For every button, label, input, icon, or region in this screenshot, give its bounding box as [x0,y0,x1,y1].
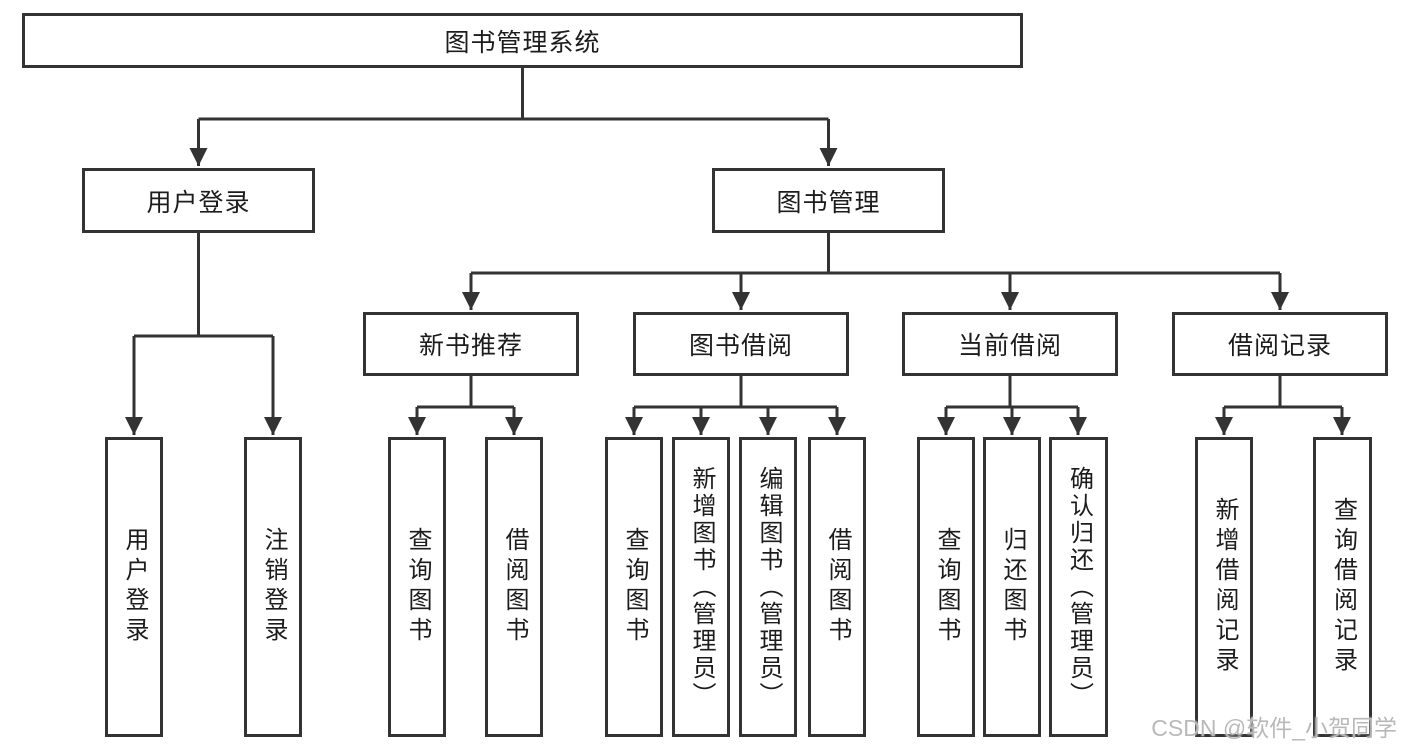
leaf-edit-books-admin: 编辑图书（管理员） [739,437,797,737]
leaf-add-books-admin: 新增图书（管理员） [672,437,730,737]
node-borrowing-records: 借阅记录 [1172,312,1388,376]
leaf-query-books-current: 查询图书 [917,437,975,737]
leaf-user-login: 用户登录 [105,437,163,737]
leaf-query-books-borrow: 查询图书 [605,437,663,737]
leaf-confirm-return-admin: 确认归还（管理员） [1049,437,1108,737]
leaf-borrow-books: 借阅图书 [808,437,866,737]
leaf-borrow-books-recommend: 借阅图书 [485,437,543,737]
node-root-library-system: 图书管理系统 [22,13,1023,68]
node-book-management: 图书管理 [712,168,945,233]
leaf-add-borrow-record: 新增借阅记录 [1195,437,1253,737]
node-new-book-recommend: 新书推荐 [363,312,579,376]
leaf-query-borrow-record: 查询借阅记录 [1313,437,1372,737]
csdn-watermark: CSDN @软件_小贺同学 [1151,715,1397,741]
leaf-query-books-recommend: 查询图书 [388,437,446,737]
node-book-borrowing: 图书借阅 [633,312,849,376]
leaf-return-books: 归还图书 [983,437,1041,737]
node-current-borrowing: 当前借阅 [902,312,1118,376]
node-user-login: 用户登录 [82,168,315,233]
leaf-logout: 注销登录 [244,437,302,737]
